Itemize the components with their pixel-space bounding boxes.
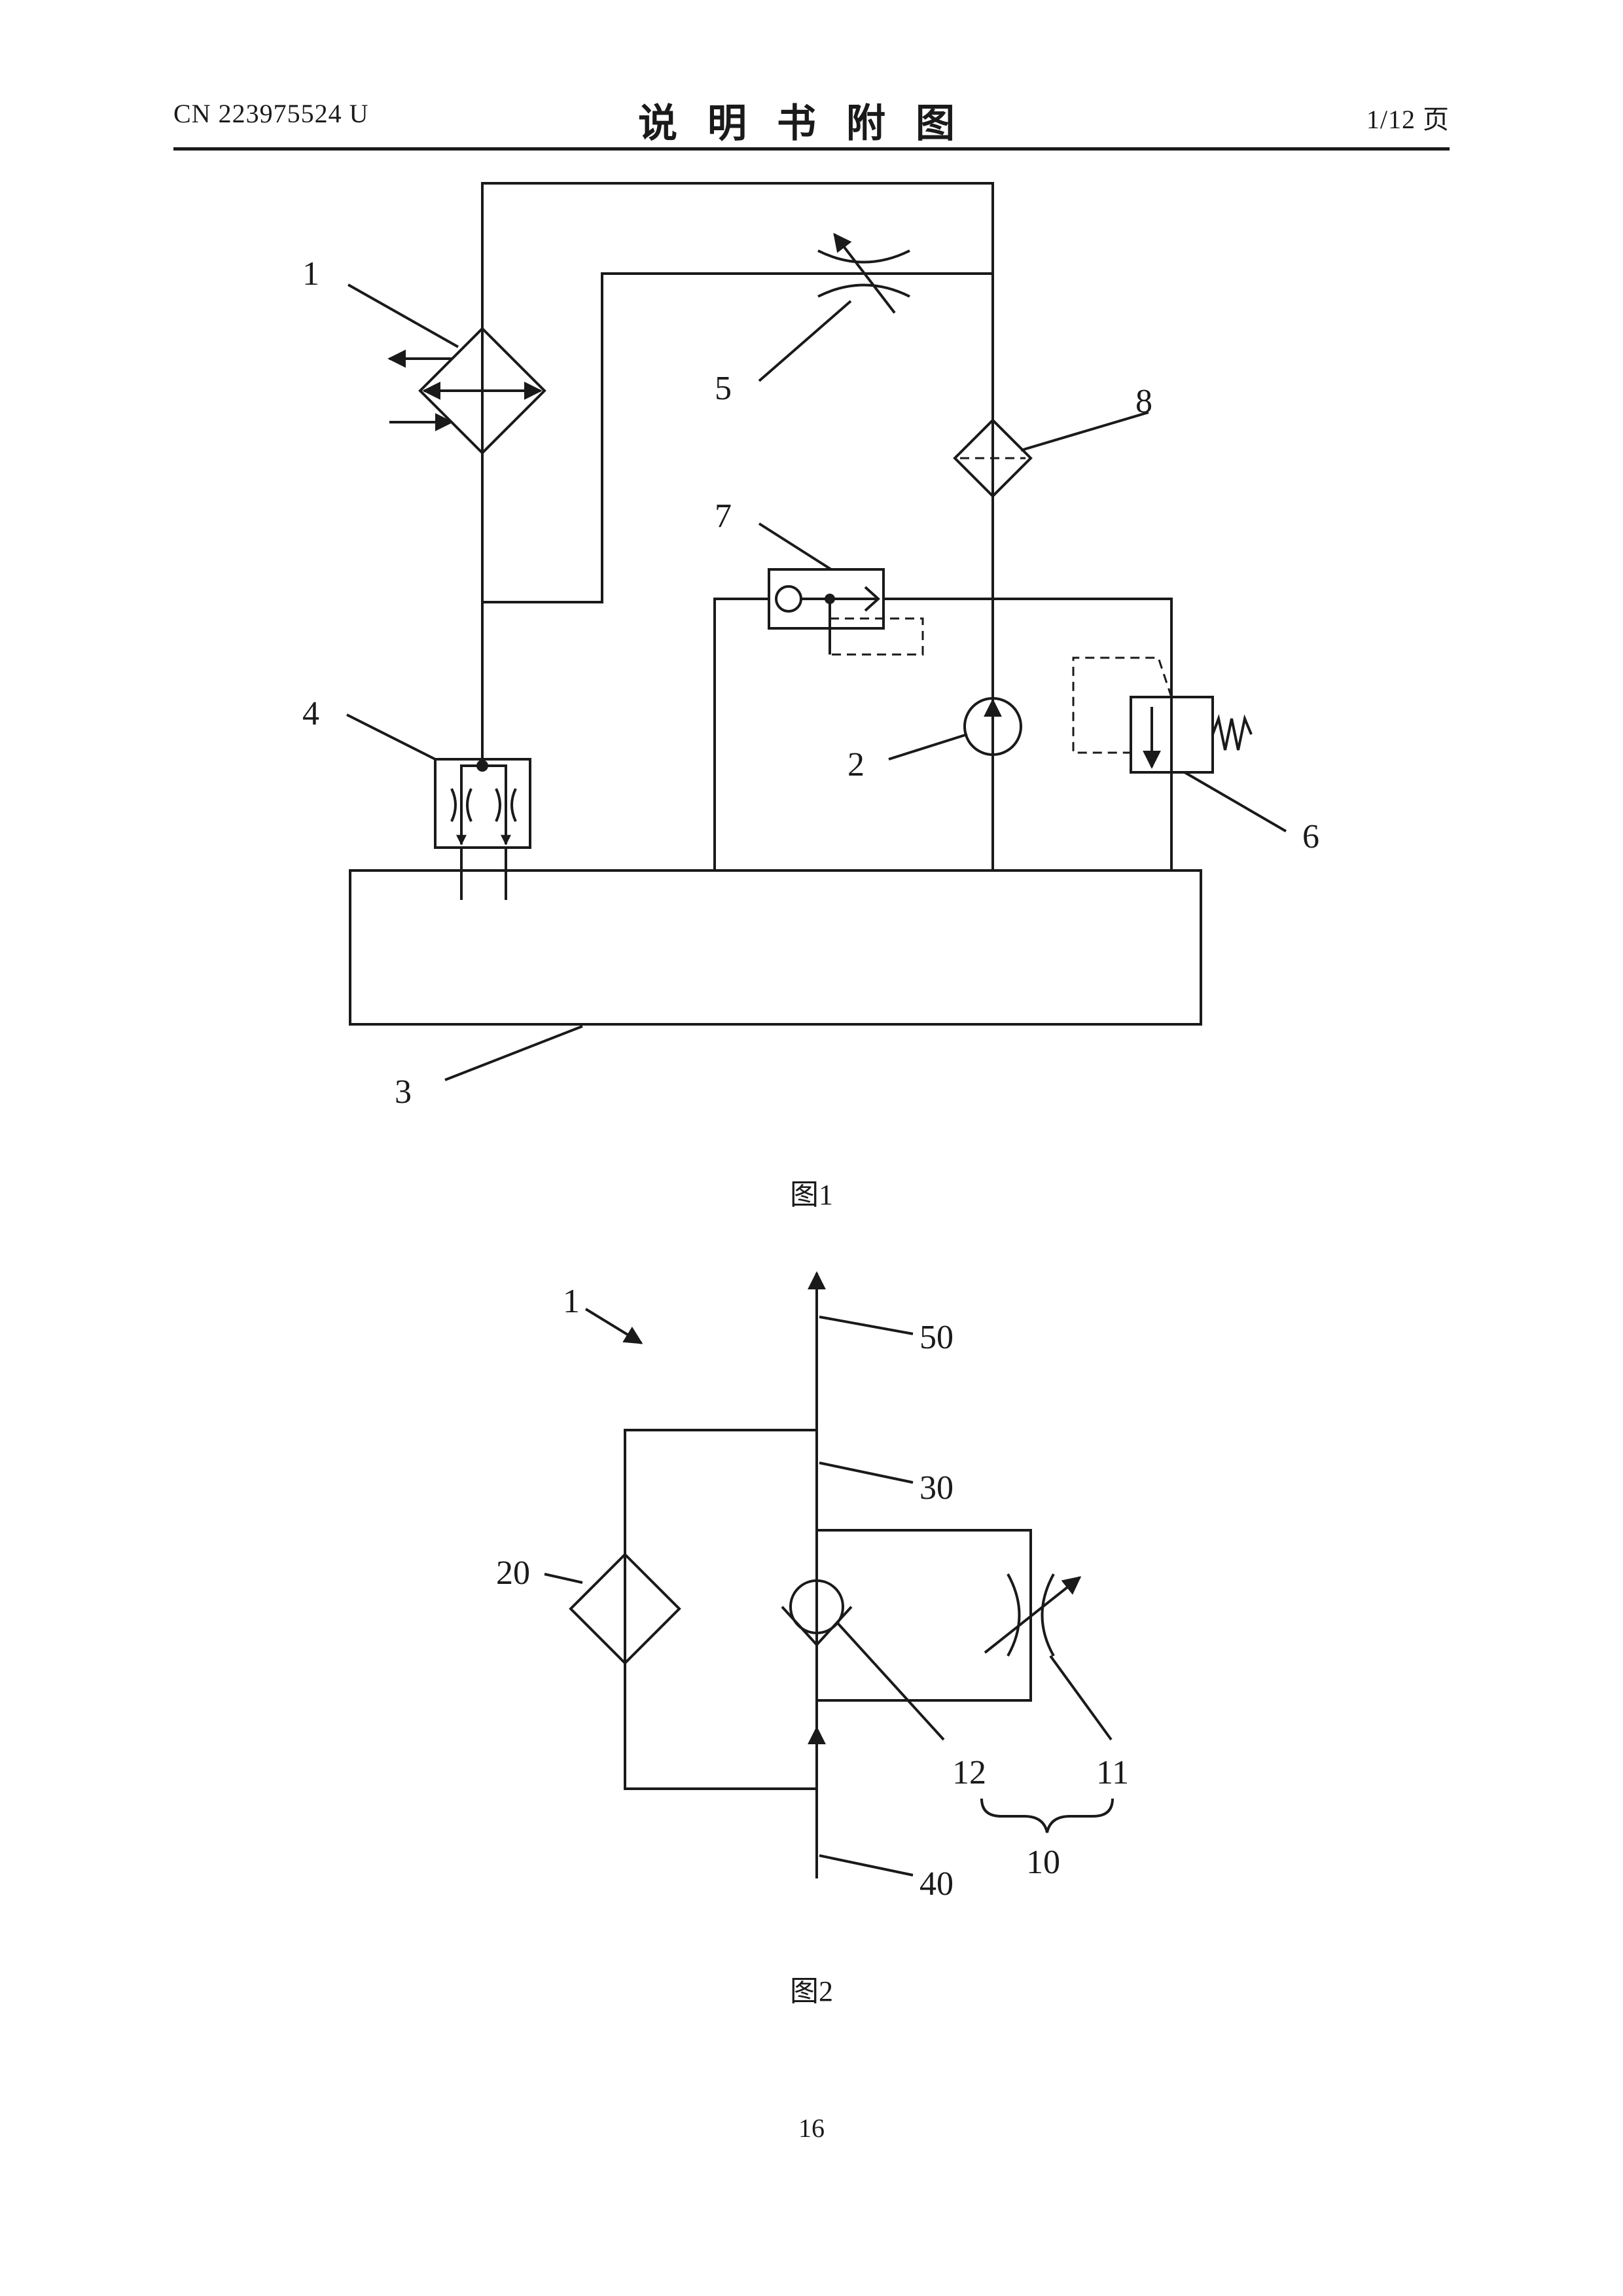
fig2-leaders bbox=[544, 1309, 1113, 1875]
fig2-label-50: 50 bbox=[919, 1319, 954, 1356]
fig1-label-2: 2 bbox=[847, 746, 865, 783]
fig2-label-20: 20 bbox=[496, 1554, 530, 1592]
fig2-label-1: 1 bbox=[563, 1283, 580, 1320]
cooler-1 bbox=[389, 329, 544, 453]
pump-2 bbox=[965, 698, 1021, 755]
fig1-label-4: 4 bbox=[302, 695, 319, 732]
fig2-label-30: 30 bbox=[919, 1469, 954, 1507]
fig1-label-5: 5 bbox=[715, 370, 732, 407]
fig1-piping bbox=[482, 183, 1171, 870]
fig2-label-12: 12 bbox=[952, 1754, 986, 1791]
fig1-label-7: 7 bbox=[715, 497, 732, 535]
fig2-label-40: 40 bbox=[919, 1865, 954, 1903]
fig1-label-3: 3 bbox=[395, 1073, 412, 1111]
valve-7 bbox=[769, 569, 923, 655]
figure-2-caption: 图2 bbox=[790, 1975, 833, 2007]
fig1-label-6: 6 bbox=[1302, 818, 1319, 855]
figure-1-caption: 图1 bbox=[790, 1179, 833, 1211]
fig1-label-8: 8 bbox=[1135, 383, 1152, 420]
fig2-label-10: 10 bbox=[1026, 1844, 1060, 1881]
page-number: 16 bbox=[798, 2113, 825, 2143]
fig2-label-11: 11 bbox=[1096, 1754, 1129, 1791]
figure-2: 1 50 30 20 12 11 10 40 图2 bbox=[496, 1273, 1129, 2007]
bypass-line bbox=[625, 1430, 817, 1789]
figure-1: 1 2 3 4 5 6 7 8 图1 bbox=[302, 183, 1319, 1211]
component-4 bbox=[435, 759, 530, 900]
throttle-branch-11 bbox=[817, 1530, 1080, 1700]
relief-valve-6 bbox=[1073, 658, 1251, 772]
fig1-label-1: 1 bbox=[302, 255, 319, 293]
tank-3 bbox=[350, 870, 1201, 1024]
